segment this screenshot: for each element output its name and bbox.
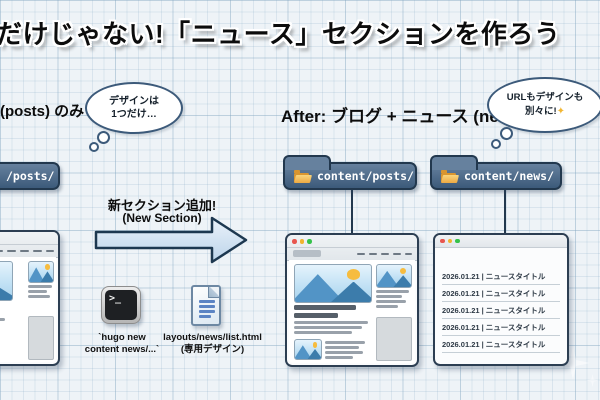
- template-file-note: (専用デザイン): [180, 344, 245, 356]
- image-placeholder: [294, 339, 322, 360]
- text-line: [28, 295, 50, 298]
- text-line: [294, 326, 362, 329]
- nav-link-placeholder: [369, 252, 377, 255]
- headline-placeholder: [294, 313, 338, 318]
- nav-link-placeholder: [0, 249, 3, 252]
- nav-link-placeholder: [381, 252, 389, 255]
- text-line: [28, 290, 47, 293]
- page-fold-icon: [208, 287, 219, 298]
- image-placeholder: [0, 261, 13, 301]
- browser-chrome: [287, 235, 417, 261]
- text-line: [376, 290, 409, 293]
- close-window-icon: [292, 239, 297, 244]
- before-thought-bubble: デザインは 1つだけ…: [85, 82, 183, 134]
- text-line: [325, 351, 363, 354]
- text-line: [325, 341, 365, 344]
- thought-trail-circle: [97, 131, 110, 144]
- browser-chrome: [0, 232, 58, 258]
- folder-icon: [294, 170, 312, 183]
- zoom-window-icon: [455, 238, 460, 243]
- browser-window-news: 2026.01.21 | ニュースタイトル 2026.01.21 | ニュースタ…: [433, 233, 569, 366]
- before-heading: (posts) のみ: [0, 103, 85, 120]
- traffic-lights: [440, 238, 460, 243]
- text-line: [376, 295, 402, 298]
- folder-tab-content-news: content/news/: [430, 155, 562, 190]
- text-line: [0, 318, 5, 321]
- thought-line: 別々に!✦: [524, 105, 566, 117]
- thought-line: 1つだけ…: [111, 109, 157, 120]
- nav-link-placeholder: [357, 252, 365, 255]
- news-item: 2026.01.21 | ニュースタイトル: [442, 319, 560, 336]
- arrow-label-ja: 新セクション追加!: [107, 198, 217, 213]
- folder-tab-label: content/posts/: [317, 169, 414, 183]
- nav-link-placeholder: [20, 249, 29, 252]
- terminal-icon: >_: [101, 286, 141, 324]
- zoom-window-icon: [307, 239, 312, 244]
- text-line: [294, 321, 368, 324]
- folder-tab-posts-before: /posts/: [0, 162, 60, 190]
- thought-trail-circle: [89, 142, 99, 152]
- nav-link-placeholder: [46, 249, 54, 252]
- text-line: [28, 285, 52, 288]
- thought-line: URLもデザインも: [506, 92, 584, 104]
- thought-trail-circle: [491, 139, 501, 149]
- minimize-window-icon: [447, 238, 452, 243]
- news-item: 2026.01.21 | ニュースタイトル: [442, 268, 560, 285]
- connector-line: [504, 189, 506, 235]
- image-placeholder: [28, 261, 54, 283]
- after-heading: After: ブログ + ニュース (news): [281, 107, 528, 126]
- text-line: [376, 300, 406, 303]
- nav-link-placeholder: [393, 252, 401, 255]
- connector-line: [351, 189, 353, 235]
- text-line: [376, 305, 398, 308]
- page-content-area: [0, 257, 56, 362]
- news-item: 2026.01.21 | ニュースタイトル: [442, 285, 560, 302]
- content-box-placeholder: [376, 317, 412, 361]
- browser-window-blog: [285, 233, 419, 367]
- terminal-caption-line2: content news/...`: [84, 344, 160, 356]
- news-list: 2026.01.21 | ニュースタイトル 2026.01.21 | ニュースタ…: [442, 268, 560, 353]
- image-placeholder: [376, 264, 412, 288]
- headline-placeholder: [294, 305, 356, 310]
- browser-chrome: [435, 235, 567, 248]
- sparkle-icon: [586, 374, 599, 387]
- image-placeholder: [294, 264, 372, 303]
- nav-link-placeholder: [33, 249, 42, 252]
- minimize-window-icon: [299, 239, 304, 244]
- terminal-prompt: >_: [105, 290, 137, 320]
- after-thought-bubble: URLもデザインも 別々に!✦: [487, 77, 600, 133]
- terminal-caption-line1: `hugo new: [98, 332, 146, 343]
- page-content-area: [289, 260, 415, 363]
- close-window-icon: [440, 238, 445, 243]
- content-box-placeholder: [28, 316, 54, 360]
- arrow-label-en: (New Section): [122, 211, 202, 225]
- text-line: [325, 356, 353, 359]
- transition-arrow-icon: [94, 216, 248, 264]
- sparkle-icon: ✦: [556, 105, 566, 117]
- template-file-caption: layouts/news/list.html (専用デザイン): [150, 332, 275, 357]
- folder-tab-label: content/news/: [464, 169, 555, 183]
- thought-line: デザインは: [109, 96, 159, 107]
- thought-trail-circle: [500, 127, 513, 140]
- site-logo-placeholder: [293, 250, 321, 257]
- text-line: [294, 331, 352, 334]
- text-line: [325, 346, 359, 349]
- template-file-path: layouts/news/list.html: [163, 332, 262, 343]
- news-item: 2026.01.21 | ニュースタイトル: [442, 302, 560, 319]
- nav-link-placeholder: [405, 252, 412, 255]
- browser-window-before: [0, 230, 60, 366]
- folder-tab-label: /posts/: [6, 169, 55, 183]
- folder-icon: [441, 170, 459, 183]
- terminal-caption: `hugo new content news/...`: [77, 332, 167, 357]
- page-title: だけじゃない!「ニュース」セクションを作ろう: [0, 19, 561, 49]
- traffic-lights: [292, 239, 312, 244]
- folder-tab-content-posts: content/posts/: [283, 155, 417, 190]
- news-item: 2026.01.21 | ニュースタイトル: [442, 336, 560, 353]
- template-file-icon: [191, 285, 221, 326]
- nav-link-placeholder: [7, 249, 16, 252]
